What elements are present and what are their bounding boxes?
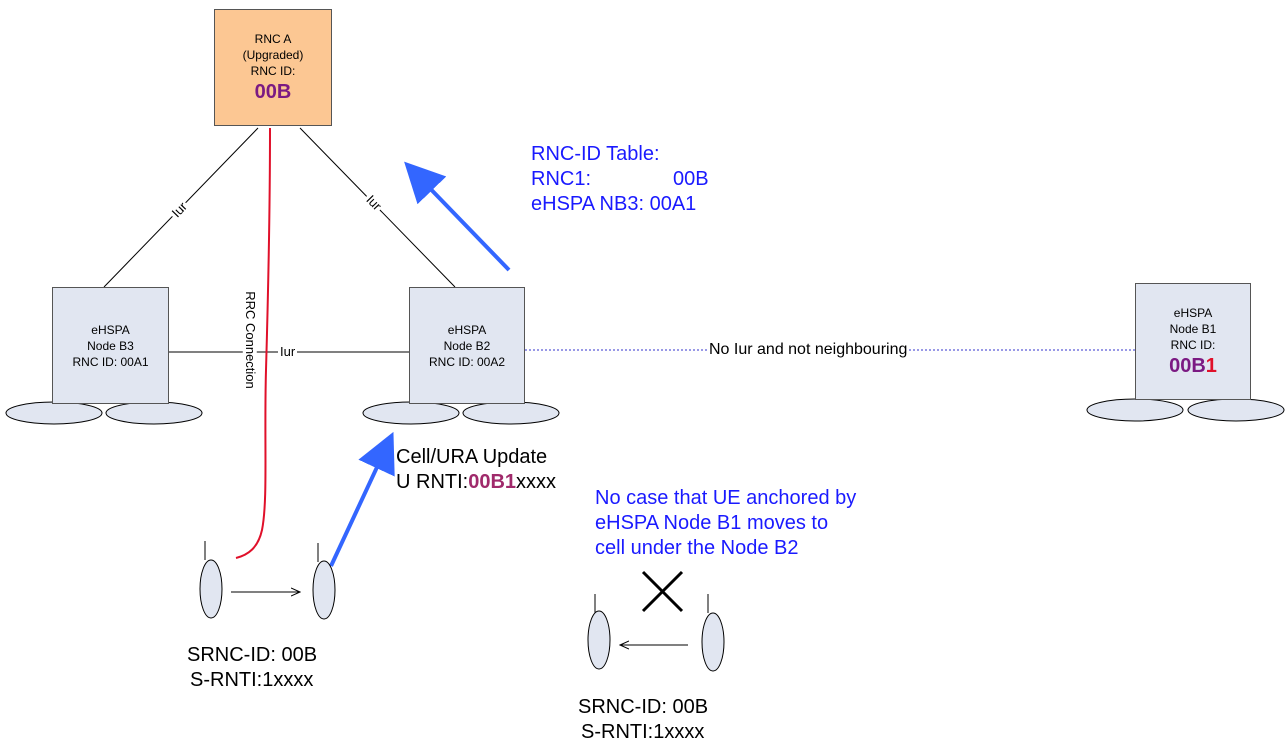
no-case-line-2: eHSPA Node B1 moves to (595, 512, 829, 534)
node-b1-id-label: RNC ID: (1170, 337, 1216, 352)
rrc-connection-label: RRC Connection (242, 289, 258, 391)
node-b3-box: eHSPA Node B3 RNC ID: 00A1 (52, 287, 169, 404)
ue-phone-icon (587, 610, 611, 670)
u-rnti-highlight: 00B1 (468, 471, 517, 493)
rnc-table-row-2-label: eHSPA NB3: (531, 193, 645, 215)
ue-right-info: SRNC-ID: 00B S-RNTI:1xxxx (578, 695, 708, 745)
node-b3-type: eHSPA (91, 322, 130, 337)
node-b2-rnc-id: RNC ID: 00A2 (428, 354, 506, 369)
ue-right-srnc-id: SRNC-ID: 00B (578, 696, 709, 718)
node-b2-box: eHSPA Node B2 RNC ID: 00A2 (409, 287, 525, 404)
cross-icon (641, 570, 684, 613)
rnc-a-box: RNC A (Upgraded) RNC ID: 00B (214, 9, 332, 126)
cell-ellipse (5, 401, 103, 425)
cell-update-arrow (329, 431, 395, 567)
rnc-a-id: 00B (254, 80, 292, 103)
rnc-table-row-1-label: RNC1: (531, 168, 592, 190)
node-b3-rnc-id: RNC ID: 00A1 (72, 354, 149, 369)
rnc-table-title: RNC-ID Table: (531, 143, 660, 165)
ue-phone-icon (312, 560, 336, 620)
rnc-id-table: RNC-ID Table: RNC1: 00B eHSPA NB3: 00A1 (531, 142, 709, 217)
u-rnti-suffix: xxxx (516, 471, 557, 493)
node-b1-name: Node B1 (1169, 321, 1217, 336)
no-case-note: No case that UE anchored by eHSPA Node B… (595, 486, 856, 561)
node-b3-name: Node B3 (87, 338, 134, 353)
node-b2-type: eHSPA (447, 322, 487, 337)
cell-ellipse (1187, 398, 1285, 422)
iur-label-mid: Iur (278, 344, 298, 359)
rnc-table-row-2: eHSPA NB3: 00A1 (531, 192, 709, 217)
cell-ellipse (462, 401, 560, 425)
rnc-table-arrow (404, 161, 511, 272)
ue-right-s-rnti: S-RNTI:1xxxx (581, 721, 705, 743)
rnc-table-row-1-value: 00B (673, 168, 709, 190)
node-b1-id-main: 00B (1169, 354, 1206, 377)
ue-phone-icon (701, 612, 725, 672)
rrc-connection-line (235, 127, 271, 559)
cell-ellipse (105, 401, 203, 425)
node-b2-name: Node B2 (443, 338, 491, 353)
u-rnti-line: U RNTI:00B1xxxx (396, 470, 556, 495)
cell-update-title: Cell/URA Update (396, 446, 548, 468)
no-case-line-3: cell under the Node B2 (595, 537, 799, 559)
ue-phone-icon (199, 559, 223, 619)
rnc-a-id-label: RNC ID: (250, 63, 296, 78)
no-iur-label: No Iur and not neighbouring (707, 341, 910, 359)
node-b1-box: eHSPA Node B1 RNC ID: 00B1 (1135, 283, 1251, 400)
node-b1-id: 00B1 (1169, 353, 1217, 379)
rnc-a-status: (Upgraded) (242, 47, 304, 62)
ue-left-info: SRNC-ID: 00B S-RNTI:1xxxx (187, 643, 317, 693)
ue-left-s-rnti: S-RNTI:1xxxx (190, 669, 314, 691)
rnc-table-row-1: RNC1: 00B (531, 167, 709, 192)
u-rnti-prefix: U RNTI: (396, 471, 469, 493)
cell-ellipse (362, 401, 460, 425)
node-b1-id-suffix: 1 (1205, 354, 1217, 377)
cell-ellipse (1086, 398, 1184, 422)
rnc-table-row-2-value: 00A1 (649, 193, 697, 215)
node-b1-type: eHSPA (1173, 305, 1213, 320)
ue-left-srnc-id: SRNC-ID: 00B (187, 644, 318, 666)
cell-update-text: Cell/URA Update U RNTI:00B1xxxx (396, 445, 556, 495)
rnc-a-name: RNC A (254, 31, 292, 46)
no-case-line-1: No case that UE anchored by (595, 487, 857, 509)
